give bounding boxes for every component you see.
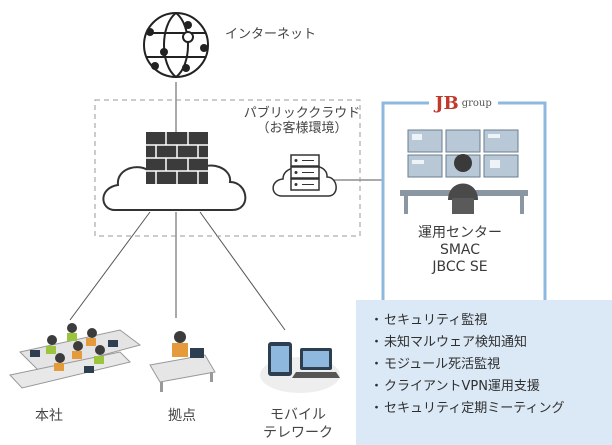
services-list: ・セキュリティ監視 ・未知マルウェア検知通知 ・モジュール死活監視 ・クライアン…	[356, 300, 612, 420]
bullet-mark: ・	[370, 401, 384, 416]
service-label: モジュール死活監視	[384, 357, 501, 372]
service-label: クライアントVPN運用支援	[384, 379, 540, 394]
headquarters-label: 本社	[35, 408, 63, 424]
bullet-mark: ・	[370, 357, 384, 372]
jb-logo-text: group	[461, 97, 492, 109]
public-cloud-region	[94, 99, 361, 237]
bullet-mark: ・	[370, 335, 384, 350]
service-item: ・クライアントVPN運用支援	[370, 376, 612, 398]
headquarters-icon	[9, 323, 142, 389]
service-item: ・モジュール死活監視	[370, 354, 612, 376]
cloud-to-mobile-line	[199, 211, 286, 331]
cloud-to-hq-line	[69, 211, 151, 321]
mobile-devices-icon	[260, 342, 340, 393]
public-cloud-title: パブリッククラウド	[243, 106, 361, 121]
mobile-label: モバイル テレワーク	[258, 406, 338, 442]
branch-office-icon	[149, 331, 216, 392]
bullet-mark: ・	[370, 379, 384, 394]
operations-line-2: SMAC	[439, 242, 481, 258]
public-cloud-subtitle: （お客様環境）	[256, 120, 348, 136]
operations-line-3: JBCC SE	[432, 259, 488, 275]
firewall-icon	[146, 132, 208, 184]
bullet-mark: ・	[370, 313, 384, 328]
service-item: ・未知マルウェア検知通知	[370, 332, 612, 354]
mobile-label-line-1: モバイル	[270, 407, 326, 423]
jb-group-logo: JB group	[429, 92, 498, 114]
public-cloud-label: パブリッククラウド （お客様環境）	[232, 106, 372, 137]
service-item: ・セキュリティ定期ミーティング	[370, 398, 612, 420]
branch-label: 拠点	[168, 408, 196, 424]
service-item: ・セキュリティ監視	[370, 310, 612, 332]
server-icon	[290, 154, 320, 191]
jb-logo-mark: JB	[435, 92, 459, 114]
services-panel: ・セキュリティ監視 ・未知マルウェア検知通知 ・モジュール死活監視 ・クライアン…	[356, 300, 612, 445]
internet-label: インターネット	[225, 27, 317, 42]
operations-line-1: 運用センター	[418, 225, 502, 241]
service-label: セキュリティ監視	[384, 313, 488, 328]
service-label: セキュリティ定期ミーティング	[384, 401, 565, 416]
mobile-label-line-2: テレワーク	[263, 425, 333, 441]
service-label: 未知マルウェア検知通知	[384, 335, 528, 350]
operations-center-label: 運用センター SMAC JBCC SE	[383, 225, 537, 276]
internet-globe-icon	[143, 12, 209, 78]
operations-center-icon	[400, 129, 528, 214]
